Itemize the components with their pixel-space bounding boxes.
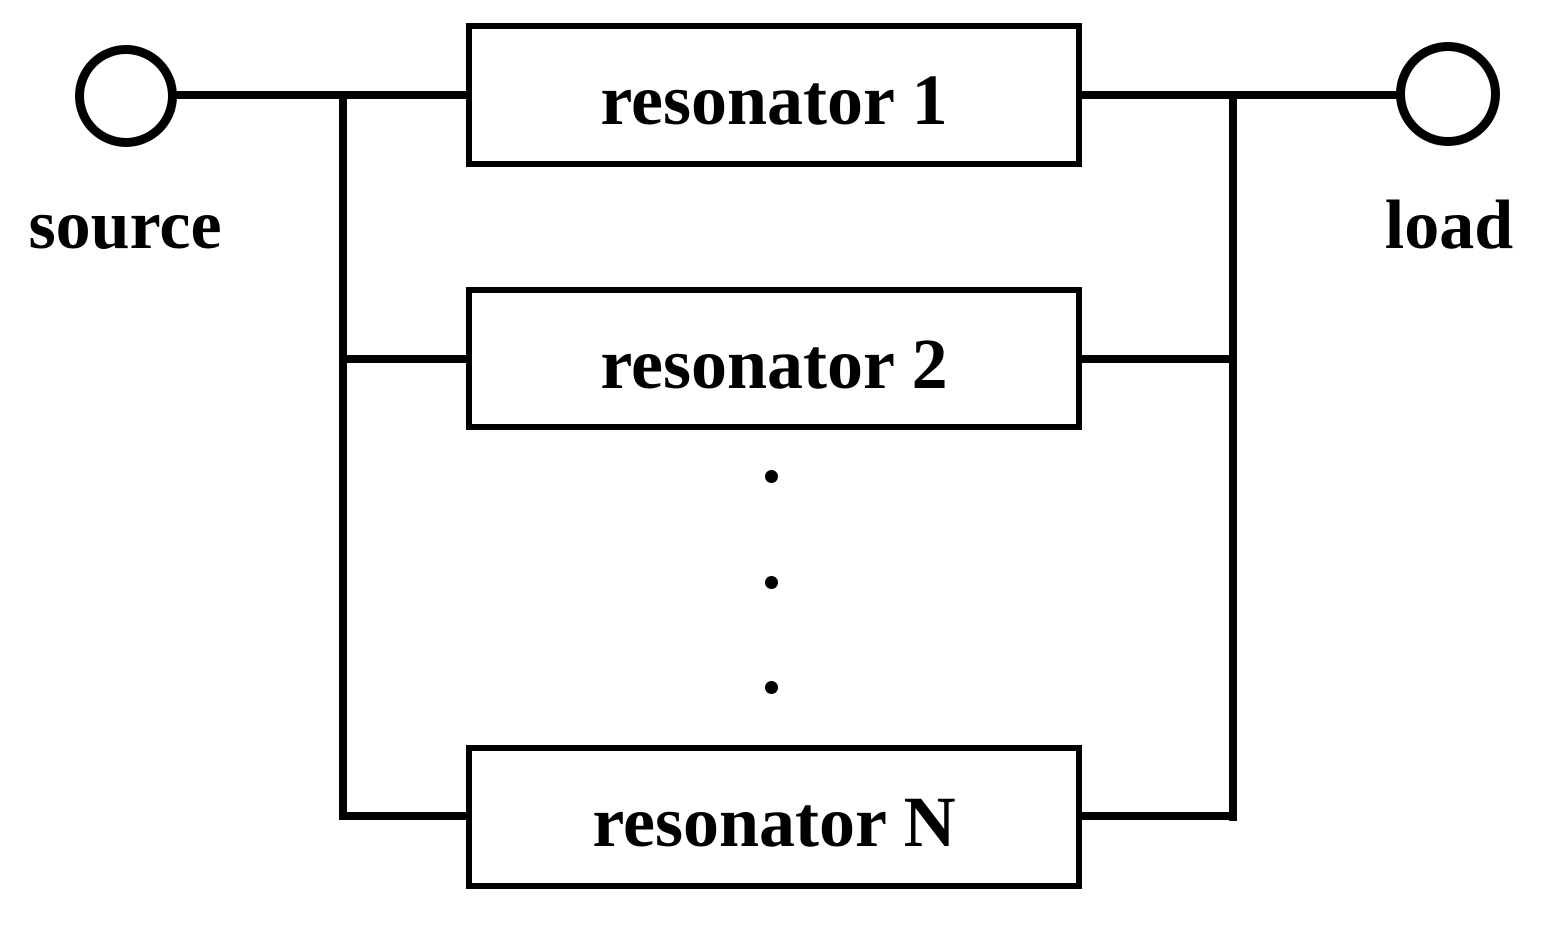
wire-leftbus-to-resonatorN [339,812,469,820]
resonator-1-box: resonator 1 [466,23,1082,167]
wire-resonatorN-to-rightbus [1078,812,1237,820]
right-bus-wire [1229,91,1237,821]
resonator-1-label: resonator 1 [600,60,948,140]
resonator-n-label: resonator N [592,782,956,862]
wire-leftbus-to-resonator2 [339,355,469,363]
ellipsis-dot-2 [765,576,778,589]
resonator-2-box: resonator 2 [466,287,1082,430]
wire-resonator1-to-load [1078,91,1398,99]
source-terminal-icon [75,45,177,147]
ellipsis-dot-1 [765,470,778,483]
load-terminal-icon [1396,42,1500,146]
wire-source-to-resonator1 [174,91,470,99]
wire-resonator2-to-rightbus [1078,355,1237,363]
ellipsis-dot-3 [765,681,778,694]
resonator-n-box: resonator N [466,745,1082,889]
load-label: load [1384,187,1514,264]
resonator-2-label: resonator 2 [600,323,948,404]
left-bus-wire [339,91,347,820]
source-label: source [28,187,222,264]
